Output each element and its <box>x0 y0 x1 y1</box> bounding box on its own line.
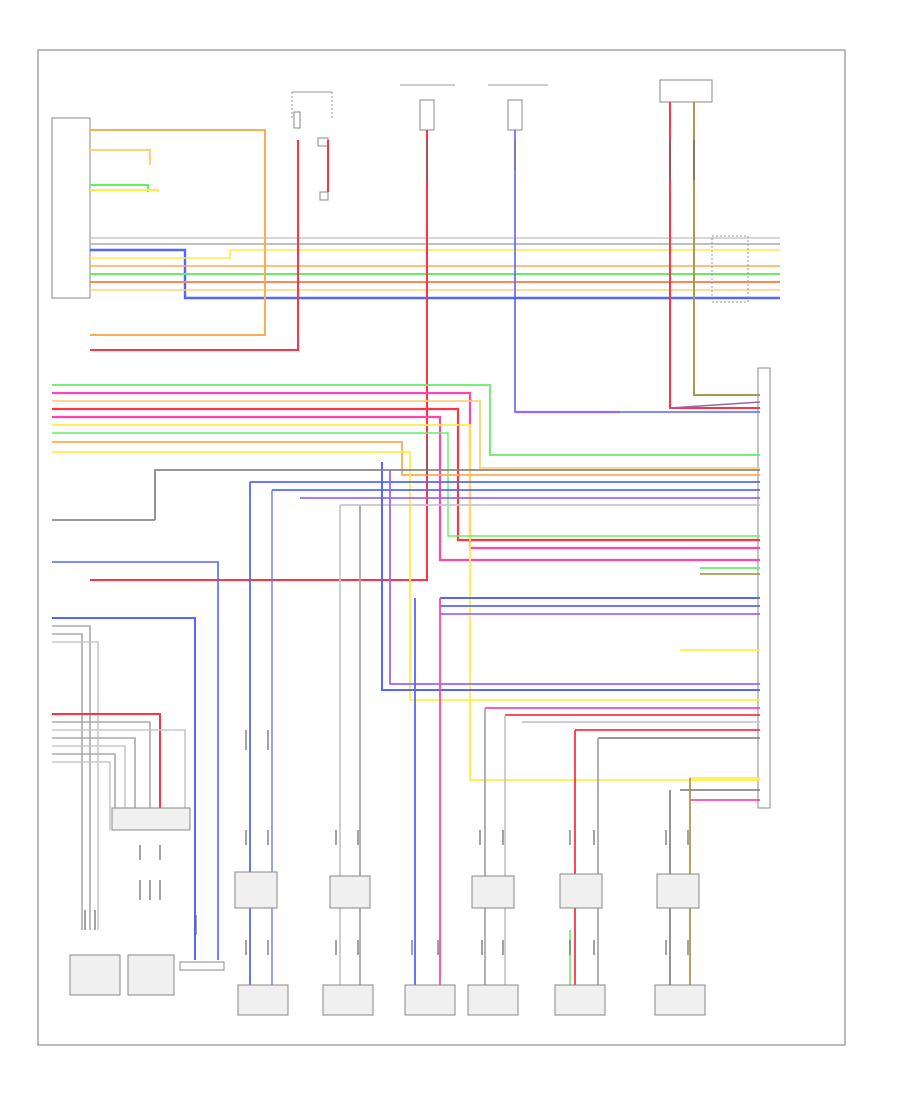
diagram-frame <box>37 49 846 1046</box>
top-bus-wires <box>90 237 780 300</box>
left-module-box <box>51 117 91 299</box>
connector-marks <box>84 140 695 955</box>
crossover-boxes <box>234 871 700 909</box>
right-mid-wires <box>440 567 760 801</box>
top-fuse-2 <box>400 84 455 131</box>
top-fuse-1 <box>291 91 333 201</box>
mid-bus-wires <box>52 384 760 781</box>
top-left-wires <box>90 129 329 351</box>
top-vertical-wires <box>90 102 761 581</box>
left-lower-module <box>111 807 191 831</box>
speaker-boxes <box>69 954 706 1016</box>
top-bus-splice <box>711 235 749 303</box>
top-fuse-3 <box>488 84 548 131</box>
cross-wires <box>52 462 760 691</box>
right-main-unit <box>757 367 771 809</box>
left-lower-wires <box>52 561 219 960</box>
top-right-connector <box>659 79 713 103</box>
